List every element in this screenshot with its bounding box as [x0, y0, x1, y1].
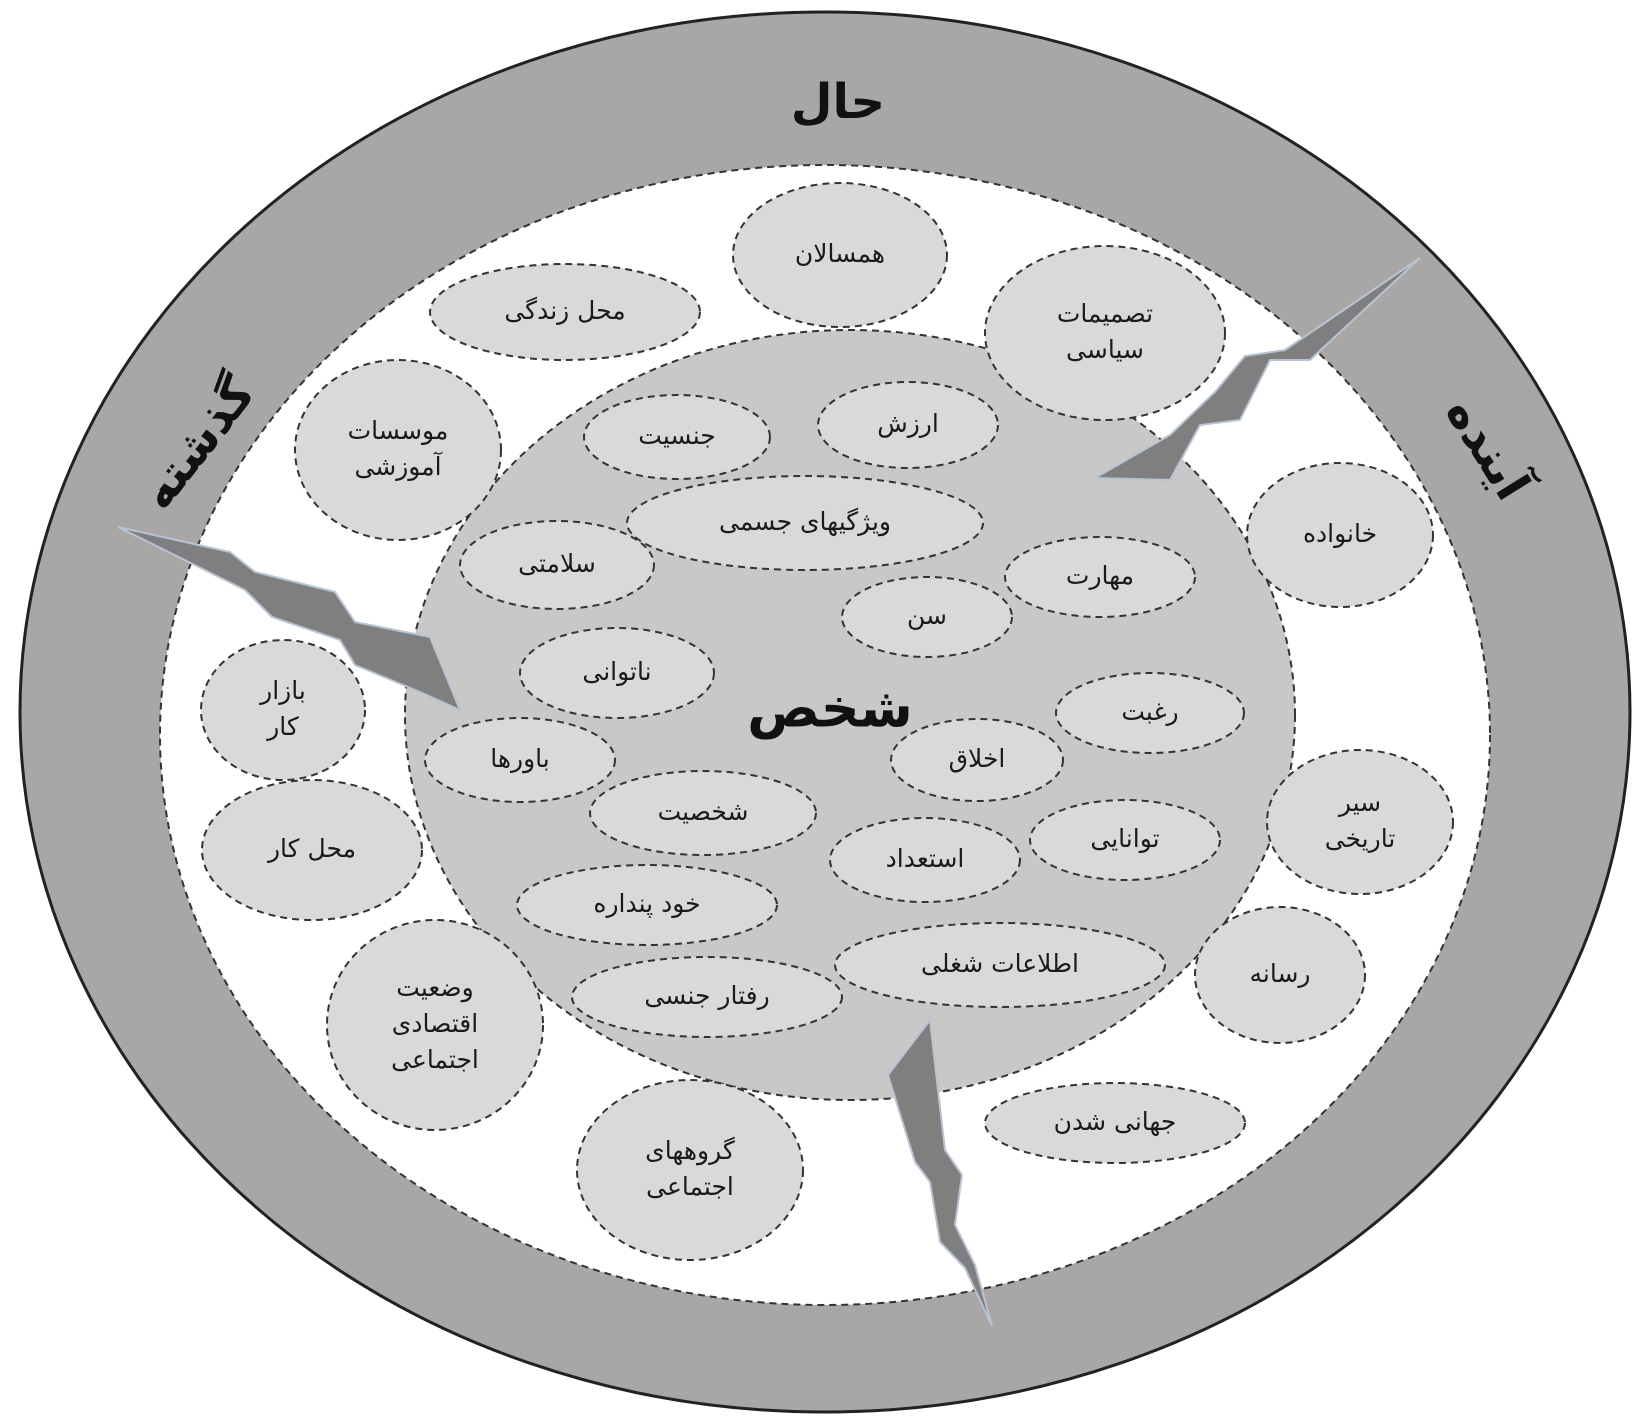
personal-factor-bubble-shape — [1055, 672, 1245, 754]
lightning-bolt-top-right — [1091, 257, 1421, 482]
context-factor-bubble-label: رسانه — [1250, 959, 1311, 988]
context-factor-bubble-label: اجتماعی — [646, 1172, 734, 1201]
context-factor-bubble-label: محل کار — [266, 834, 356, 863]
personal-factor-bubble-shape — [589, 770, 817, 856]
personal-factor-bubble-shape — [1029, 799, 1221, 881]
context-factor-bubble-label: خانواده — [1303, 519, 1377, 548]
personal-factor-bubble-label: استعداد — [886, 844, 965, 873]
context-factor-bubble-label: سیر — [1337, 788, 1381, 817]
personal-factor-bubble-2: جنسیت — [583, 394, 771, 480]
context-factor-bubble-shape — [326, 919, 544, 1131]
context-factor-bubble-7: سیر تاریخی — [1266, 749, 1454, 895]
personal-factor-bubble-shape — [817, 381, 999, 469]
context-factor-bubble-2: محل زندگی — [429, 263, 701, 361]
context-factor-bubble-shape — [732, 182, 948, 328]
personal-factor-bubble-shape — [459, 520, 655, 610]
personal-factor-bubble-label: خود پنداره — [593, 889, 700, 918]
personal-factor-bubble-6: سن — [841, 576, 1013, 658]
personal-factor-bubble-shape — [516, 864, 778, 946]
context-factor-bubble-label: همسالان — [795, 239, 885, 268]
personal-factor-bubble-label: شخصیت — [658, 797, 749, 826]
personal-factor-bubble-shape — [519, 627, 715, 719]
context-factor-bubble-12: جهانی شدن — [984, 1082, 1246, 1164]
personal-factor-bubble-10: اخلاق — [890, 718, 1064, 802]
context-factor-bubble-shape — [294, 359, 502, 541]
personal-factor-bubble-label: توانایی — [1090, 824, 1159, 853]
personal-factor-bubble-label: ویژگیهای جسمی — [719, 507, 891, 537]
personal-factor-bubble-label: سن — [907, 601, 947, 630]
context-factors-group: همسالان محل زندگی تصمیمات سیاسی موسسات آموزشی… — [200, 182, 1454, 1261]
context-factor-bubble-shape — [984, 245, 1226, 421]
context-factor-bubble-label: بازار — [258, 676, 306, 705]
personal-factor-bubble-3: ویژگیهای جسمی — [626, 475, 984, 571]
lightning-bolt-bottom — [886, 1017, 993, 1327]
personal-factor-bubble-15: اطلاعات شغلی — [834, 922, 1166, 1008]
personal-factor-bubble-shape — [583, 394, 771, 480]
context-factor-bubble-label: اقتصادی — [392, 1009, 478, 1038]
personal-factor-bubble-shape — [834, 922, 1166, 1008]
context-factor-bubble-label: آموزشی — [354, 451, 442, 481]
personal-factor-bubble-label: باورها — [490, 744, 550, 774]
personal-factor-bubble-shape — [424, 717, 616, 803]
context-factor-bubble-3: تصمیمات سیاسی — [984, 245, 1226, 421]
context-factor-bubble-shape — [1194, 906, 1366, 1044]
context-factor-bubble-shape — [984, 1082, 1246, 1164]
personal-factor-bubble-label: رغبت — [1121, 697, 1178, 726]
personal-factor-bubble-label: اطلاعات شغلی — [921, 949, 1079, 978]
context-factor-bubble-10: وضعیت اقتصادی اجتماعی — [326, 919, 544, 1131]
context-factor-bubble-shape — [201, 779, 423, 921]
context-factor-bubble-1: همسالان — [732, 182, 948, 328]
context-factor-bubble-8: محل کار — [201, 779, 423, 921]
context-factor-bubble-shape — [1246, 462, 1434, 608]
context-factor-bubble-5: خانواده — [1246, 462, 1434, 608]
context-factor-bubble-label: جهانی شدن — [1054, 1107, 1177, 1137]
personal-factor-bubble-label: اخلاق — [949, 744, 1006, 773]
personal-factor-bubble-9: باورها — [424, 717, 616, 803]
context-factor-bubble-4: موسسات آموزشی — [294, 359, 502, 541]
personal-factor-bubble-4: سلامتی — [459, 520, 655, 610]
personal-factor-bubble-label: رفتار جنسی — [644, 981, 769, 1010]
personal-factor-bubble-label: ارزش — [877, 409, 939, 438]
personal-factor-bubble-shape — [1004, 536, 1196, 618]
context-factor-bubble-6: بازار کار — [200, 639, 366, 781]
context-factor-bubble-shape — [429, 263, 701, 361]
personal-factor-bubble-1: ارزش — [817, 381, 999, 469]
personal-factors-group: ارزش جنسیت ویژگیهای جسمی سلامتی مهارت سن ناتوا… — [424, 381, 1245, 1038]
context-factor-bubble-shape — [200, 639, 366, 781]
personal-factor-bubble-7: ناتوانی — [519, 627, 715, 719]
personal-factor-bubble-shape — [626, 475, 984, 571]
lightning-bolt-left — [117, 526, 462, 712]
context-factor-bubble-shape — [1266, 749, 1454, 895]
context-factor-bubble-label: تصمیمات — [1057, 299, 1153, 328]
personal-factor-bubble-shape — [890, 718, 1064, 802]
personal-factor-bubble-label: مهارت — [1066, 561, 1134, 591]
personal-factor-bubble-5: مهارت — [1004, 536, 1196, 618]
personal-factor-bubble-13: استعداد — [829, 817, 1021, 903]
present-label: حال — [791, 74, 885, 130]
context-factor-bubble-label: تاریخی — [1325, 824, 1396, 853]
personal-factor-bubble-shape — [829, 817, 1021, 903]
context-factor-bubble-11: گروههای اجتماعی — [576, 1079, 804, 1261]
context-factor-bubble-label: موسسات — [348, 416, 449, 445]
personal-factor-bubble-shape — [841, 576, 1013, 658]
context-factor-bubble-label: وضعیت — [396, 973, 473, 1003]
context-factor-bubble-9: رسانه — [1194, 906, 1366, 1044]
personal-factor-bubble-label: جنسیت — [638, 421, 715, 450]
personal-factor-bubble-label: سلامتی — [518, 549, 596, 578]
personal-factor-bubble-shape — [571, 956, 843, 1038]
personal-factor-bubble-label: ناتوانی — [582, 657, 651, 686]
personal-factor-bubble-12: توانایی — [1029, 799, 1221, 881]
context-factor-bubble-label: گروههای — [645, 1136, 735, 1166]
context-factor-bubble-label: کار — [265, 712, 299, 741]
person-label: شخص — [747, 677, 913, 741]
personal-factor-bubble-11: شخصیت — [589, 770, 817, 856]
context-factor-bubble-label: سیاسی — [1066, 335, 1144, 364]
context-factor-bubble-label: اجتماعی — [391, 1045, 479, 1074]
context-factor-bubble-label: محل زندگی — [504, 296, 625, 325]
context-factor-bubble-shape — [576, 1079, 804, 1261]
personal-factor-bubble-8: رغبت — [1055, 672, 1245, 754]
personal-factor-bubble-16: رفتار جنسی — [571, 956, 843, 1038]
personal-factor-bubble-14: خود پنداره — [516, 864, 778, 946]
